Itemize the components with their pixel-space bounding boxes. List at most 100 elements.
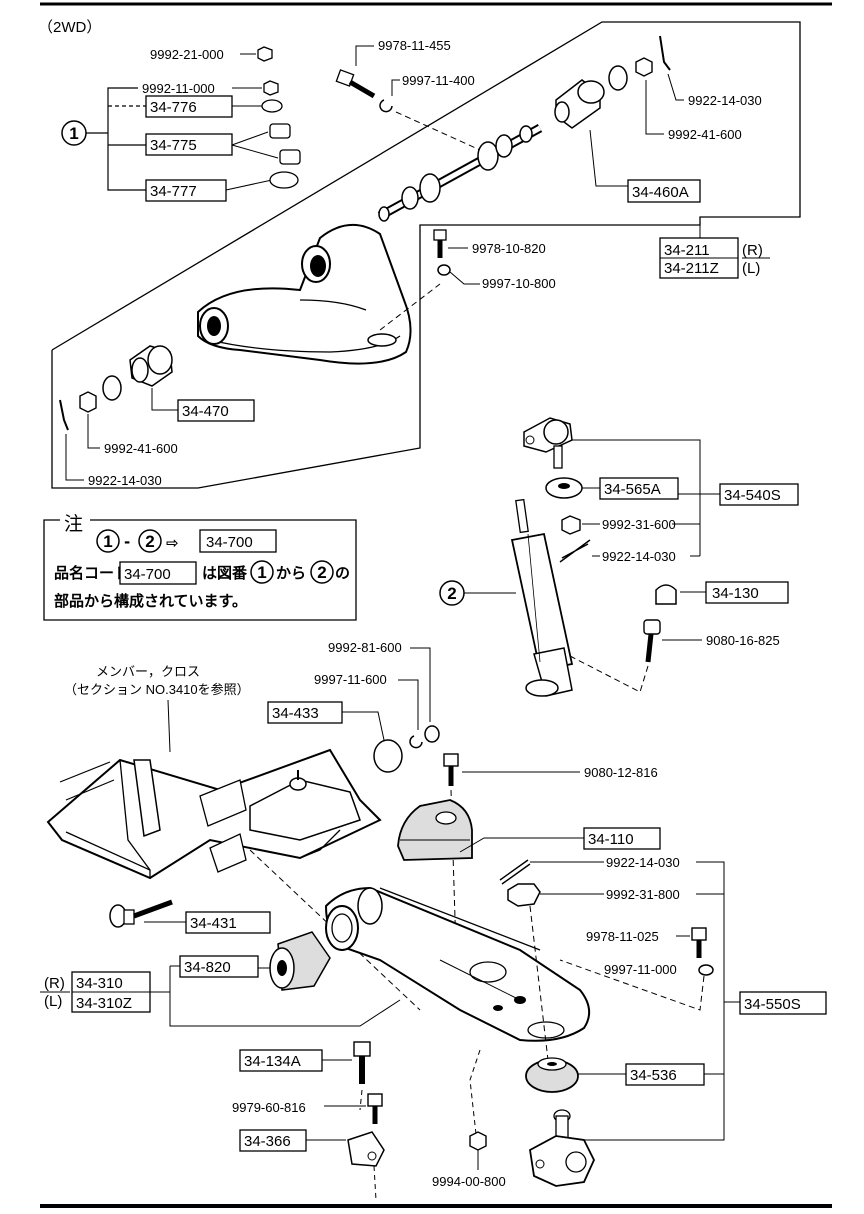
bolt-icon [433,229,447,241]
part-9997-11-600: 9997-11-600 [314,672,387,687]
bolt-icon [643,619,661,635]
note-code: 34-700 [124,566,171,583]
part-34-431: 34-431 [190,915,237,932]
bracket-1 [107,87,146,191]
part-9997-11-000: 9997-11-000 [604,962,677,977]
part-9922-14-030-top: 9922-14-030 [688,93,762,108]
bushing-icon [655,584,677,605]
bushing-icon [279,149,301,165]
note-line2-kara: から [276,564,306,582]
part-9994-00-800: 9994-00-800 [432,1174,506,1189]
cotter-pin-icon [59,399,69,431]
nut-icon [635,57,653,77]
part-34-211Z: 34-211Z [664,260,719,277]
part-9992-41-600-top: 9992-41-600 [668,127,742,142]
part-9992-41-600-bot: 9992-41-600 [104,441,178,456]
part-box-34-110 [583,827,661,850]
upper-arm-shaft [377,124,543,222]
member-ref: （セクション NO.3410を参照） [64,682,250,697]
part-9978-11-025: 9978-11-025 [586,929,659,944]
bracket-icon [347,1131,385,1167]
part-34-550S: 34-550S [744,996,801,1013]
note-line2-prefix: 品名コード [54,564,129,582]
side-right-label: (R) [742,242,763,259]
part-34-536: 34-536 [630,1067,677,1084]
upper-control-arm-icon [197,223,412,365]
bushing-34-820-icon [269,931,331,991]
part-box-34-130 [705,581,789,604]
part-34-134A: 34-134A [244,1053,301,1070]
part-9080-12-816: 9080-12-816 [584,765,658,780]
drive-type: （2WD） [38,19,101,36]
part-box-34-565A [599,477,679,500]
note-code-box [119,561,197,585]
ball-joint-upper-icon [523,417,573,469]
part-34-540S: 34-540S [724,487,781,504]
bolt-34-431-icon [109,899,173,928]
nut-icon [469,1131,487,1151]
side-left-label-2: (L) [44,993,62,1010]
part-9992-81-600: 9992-81-600 [328,640,402,655]
part-9978-10-820: 9978-10-820 [472,241,546,256]
part-34-310Z: 34-310Z [76,995,132,1012]
part-9080-16-825: 9080-16-825 [706,633,780,648]
note-line3: 部品から構成されています。 [54,592,247,610]
part-box-34-777 [145,179,227,202]
lower-ball-joint-icon [529,1109,595,1187]
note-line2-no: の [335,564,350,582]
nut-icon [79,391,97,413]
washer-icon [409,735,423,749]
cotter-pin-icon [499,859,531,885]
part-box-34-550S [739,991,827,1015]
note-callout-1 [96,529,120,553]
callout-2-label: 2 [447,584,456,603]
note-target: 34-700 [206,534,253,551]
note-range-dash: - [124,533,130,551]
washer-icon [102,375,122,401]
washer-icon [269,171,299,189]
bolt-icon [353,1041,371,1057]
note-callout-1b-label: 1 [257,563,266,582]
bushing-34-470-icon [129,345,173,387]
part-34-460A: 34-460A [632,184,689,201]
member-label: メンバー，クロス [96,664,200,679]
note-arrow: ⇨ [166,534,179,552]
cotter-pin-icon [559,539,591,563]
part-34-565A: 34-565A [604,481,661,498]
side-left-label: (L) [742,260,760,277]
part-34-130: 34-130 [712,585,759,602]
part-9922-14-030-bot: 9922-14-030 [88,473,162,488]
shock-absorber-icon [510,498,574,697]
part-34-820: 34-820 [184,959,231,976]
note-target-box [199,529,277,553]
part-9922-14-030-mid: 9922-14-030 [602,549,676,564]
nut-icon [561,515,581,535]
part-9979-60-816: 9979-60-816 [232,1100,306,1115]
part-9992-31-600: 9992-31-600 [602,517,676,532]
bolt-icon [367,1093,383,1107]
bushing-icon [269,123,291,139]
bushing-34-460A-icon [554,79,605,129]
cover-icon [373,739,403,773]
part-9978-11-455: 9978-11-455 [378,38,451,53]
note-title: 注 [64,513,83,535]
part-9922-14-030-low: 9922-14-030 [606,855,680,870]
note-callout-1-label: 1 [103,532,112,551]
bolt-icon [691,927,707,941]
nut-icon [263,80,279,96]
bump-stopper-icon [397,799,473,861]
washer-icon [437,264,451,276]
part-34-777: 34-777 [150,183,197,200]
washer-icon [698,964,714,976]
note-callout-1b [250,560,274,584]
part-34-470: 34-470 [182,403,229,420]
nut-icon [257,46,273,62]
part-34-310: 34-310 [76,975,123,992]
bushing-icon [261,99,283,113]
washer-icon [379,99,393,113]
part-box-34-540S [719,483,799,506]
note-callout-2b [310,560,334,584]
part-9992-31-800: 9992-31-800 [606,887,680,902]
part-9997-11-400: 9997-11-400 [402,73,475,88]
note-line2-mid: は図番 [202,564,248,582]
